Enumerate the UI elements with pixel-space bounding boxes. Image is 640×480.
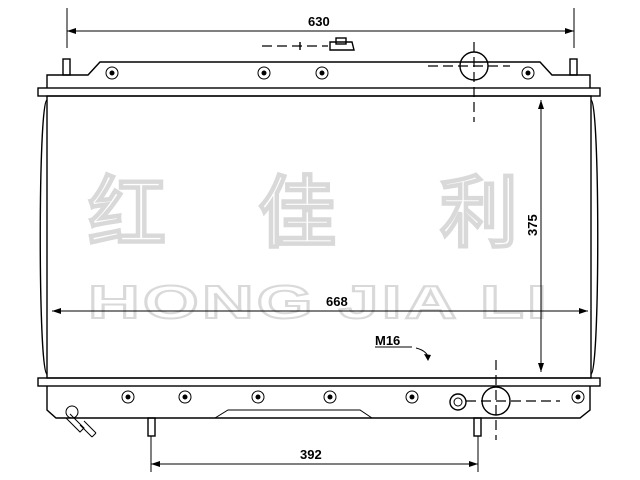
dimension-core-width-label: 668 [326,294,348,309]
bracket-icon [65,405,97,438]
dimension-core-height: 375 [525,100,544,372]
watermark-char-1: 红 [88,169,166,259]
mount-bolt-icon [251,390,265,404]
mount-bolt-icon [571,390,585,404]
cap-icon [428,42,510,122]
dimension-bottom: 392 [150,436,479,472]
watermark-latin: HONG JIA LI [88,276,550,328]
dimension-top: 630 [66,8,575,48]
mount-bolt-icon [178,390,192,404]
mount-bolt-icon [315,66,329,80]
dimension-core-height-label: 375 [525,214,540,236]
cap-icon [466,360,560,440]
fitting-callout: M16 [375,333,431,361]
watermark-char-3: 利 [440,169,518,259]
watermark: 红 佳 利 HONG JIA LI [87,168,550,329]
dimension-top-label: 630 [308,14,330,29]
mount-bolt-icon [405,390,419,404]
dimension-core-width: 668 [52,294,588,314]
mount-bolt-icon [105,66,119,80]
watermark-char-2: 佳 [258,169,336,259]
dimension-bottom-label: 392 [300,447,322,462]
mount-bolt-icon [121,390,135,404]
drain-plug-icon [449,393,467,411]
bottom-tank [37,360,601,440]
top-tank [37,37,601,122]
mount-bolt-icon [323,390,337,404]
fitting-label: M16 [375,333,400,348]
mount-bolt-icon [257,66,271,80]
mount-bolt-icon [521,66,535,80]
